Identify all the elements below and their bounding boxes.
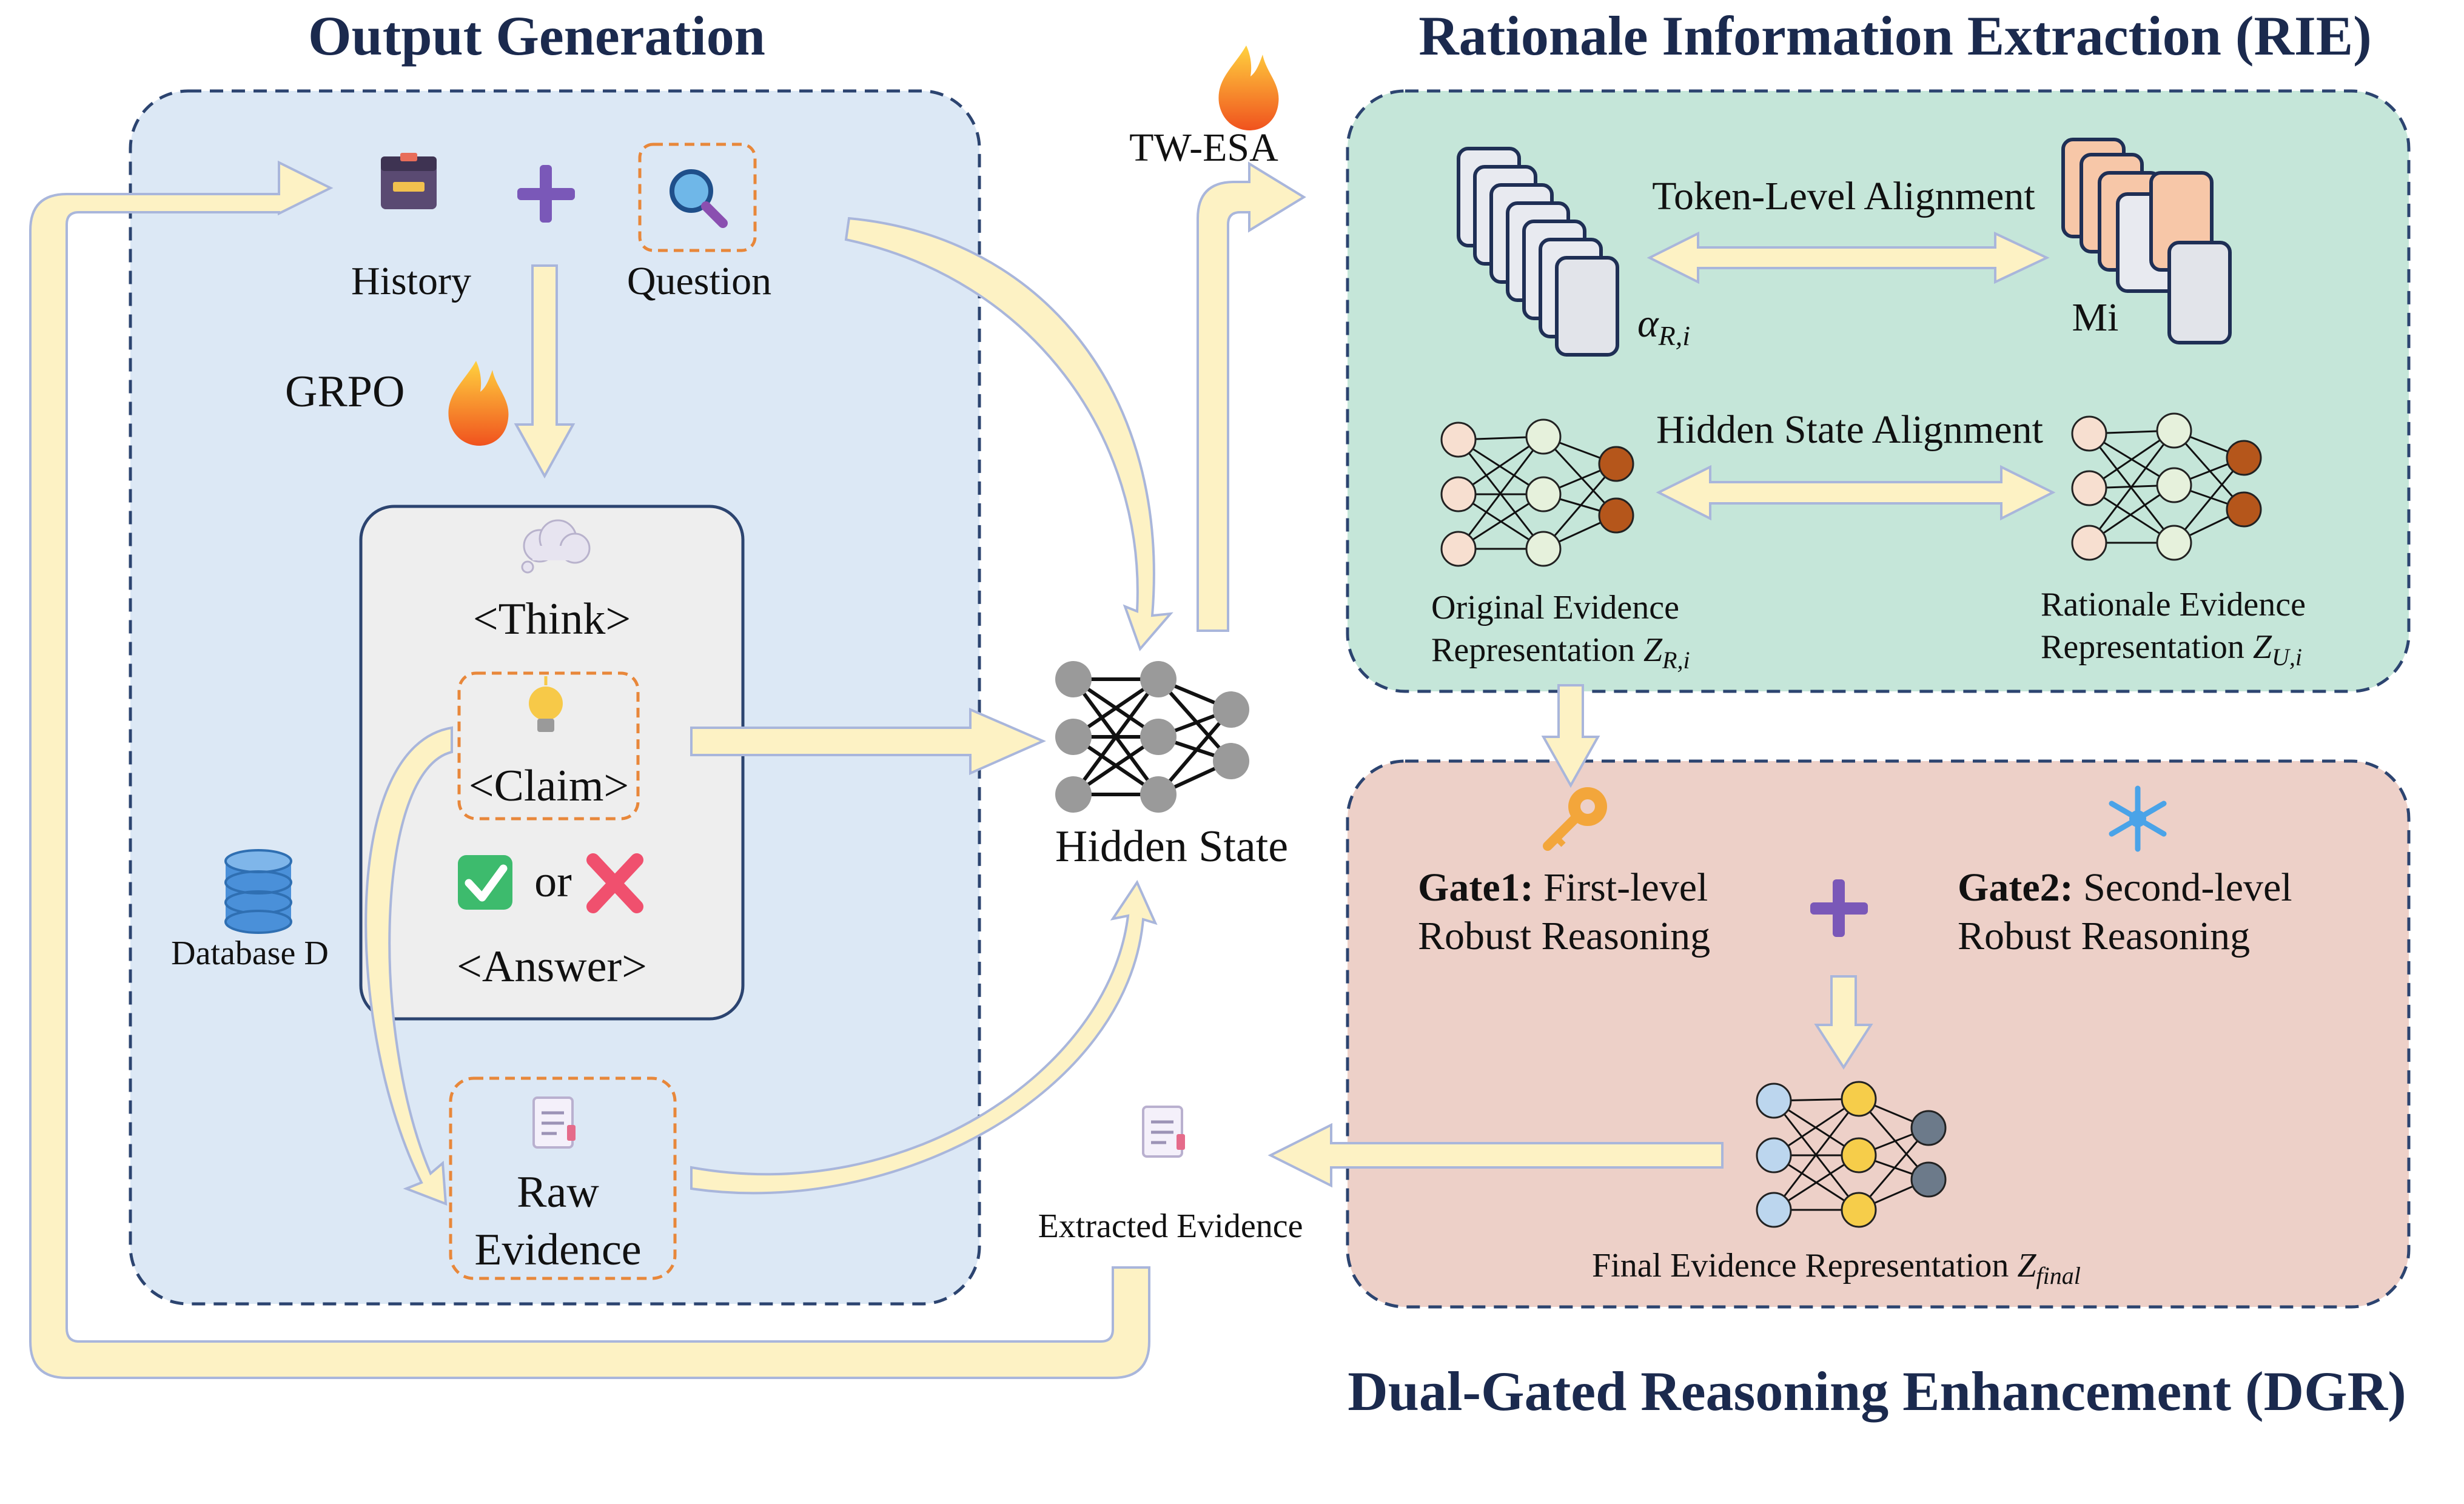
database-icon bbox=[224, 849, 292, 934]
gate1-line1: Gate1: First-level bbox=[1418, 865, 1708, 910]
rie-title: Rationale Information Extraction (RIE) bbox=[1418, 5, 2372, 67]
plus-icon bbox=[517, 165, 575, 223]
grpo-label: GRPO bbox=[285, 367, 405, 417]
dgr-panel bbox=[1346, 759, 2411, 1309]
question-box bbox=[638, 143, 757, 252]
history-to-think-arrow bbox=[514, 264, 576, 479]
original-evidence-nodes bbox=[1440, 418, 1634, 567]
original-evidence-line1: Original Evidence bbox=[1431, 589, 1679, 626]
hidden-to-rie-arrow bbox=[1197, 161, 1306, 632]
gate2-line2: Robust Reasoning bbox=[1958, 914, 2250, 958]
claim-tag: <Claim> bbox=[469, 761, 629, 811]
question-label: Question bbox=[627, 259, 771, 303]
output-generation-title: Output Generation bbox=[308, 5, 765, 67]
cross-mark-icon bbox=[586, 853, 643, 913]
gate2-line1: Gate2: Second-level bbox=[1958, 865, 2292, 910]
dgr-title: Dual-Gated Reasoning Enhancement (DGR) bbox=[1348, 1360, 2406, 1422]
extracted-evidence-label: Extracted Evidence bbox=[1038, 1207, 1303, 1245]
rationale-evidence-line2: Representation ZU,i bbox=[2041, 628, 2302, 671]
lightbulb-icon bbox=[529, 676, 563, 732]
archive-box-icon bbox=[381, 153, 437, 209]
token-cards-original bbox=[1457, 147, 1619, 357]
mi-label: Mi bbox=[2072, 295, 2118, 340]
snowflake-icon bbox=[2109, 785, 2167, 852]
fire-icon bbox=[1218, 45, 1279, 130]
reasoning-box bbox=[359, 505, 745, 1021]
feedback-loop-arrow bbox=[29, 160, 1150, 1379]
or-text: or bbox=[534, 857, 572, 907]
tw-esa-label: TW-ESA bbox=[1129, 126, 1278, 170]
rie-to-dgr-arrow bbox=[1541, 684, 1600, 788]
claim-box bbox=[457, 671, 640, 821]
answer-tag: <Answer> bbox=[457, 942, 647, 992]
token-alignment-label: Token-Level Alignment bbox=[1652, 174, 2035, 218]
database-label: Database D bbox=[171, 935, 329, 972]
raw-evidence-line2: Evidence bbox=[474, 1225, 641, 1275]
plus-icon bbox=[1810, 879, 1868, 937]
document-icon bbox=[532, 1096, 576, 1149]
rationale-evidence-line1: Rationale Evidence bbox=[2041, 586, 2306, 623]
hidden-state-nodes bbox=[1055, 661, 1249, 813]
hidden-state-label: Hidden State bbox=[1055, 822, 1288, 871]
check-mark-icon bbox=[458, 855, 512, 910]
final-evidence-label: Final Evidence Representation Zfinal bbox=[1592, 1247, 2081, 1289]
token-cards-rationale bbox=[2061, 138, 2232, 344]
key-icon bbox=[1543, 787, 1607, 851]
token-alignment-arrow bbox=[1647, 231, 2050, 284]
final-to-extracted-arrow bbox=[1267, 1123, 1724, 1188]
fire-icon bbox=[448, 361, 509, 446]
question-to-hidden-arrow bbox=[844, 217, 1173, 651]
claim-to-evidence-arrow bbox=[364, 726, 453, 1206]
alpha-label: αR,i bbox=[1637, 301, 1690, 351]
raw-evidence-line1: Raw bbox=[517, 1167, 599, 1217]
final-evidence-nodes bbox=[1756, 1081, 1947, 1228]
rationale-evidence-nodes bbox=[2071, 412, 2262, 561]
think-tag: <Think> bbox=[473, 594, 631, 644]
thought-cloud-icon bbox=[521, 519, 591, 574]
evidence-to-hidden-arrow bbox=[690, 879, 1158, 1195]
raw-evidence-box bbox=[449, 1076, 677, 1280]
document-icon bbox=[1142, 1106, 1185, 1158]
hidden-alignment-label: Hidden State Alignment bbox=[1656, 408, 2043, 452]
gate1-line2: Robust Reasoning bbox=[1418, 914, 1710, 958]
hidden-alignment-arrow bbox=[1656, 465, 2056, 521]
history-label: History bbox=[351, 259, 471, 303]
magnifier-icon bbox=[670, 169, 728, 228]
gates-to-final-arrow bbox=[1814, 975, 1873, 1070]
original-evidence-line2: Representation ZR,i bbox=[1431, 631, 1690, 674]
claim-to-hidden-arrow bbox=[690, 707, 1046, 776]
